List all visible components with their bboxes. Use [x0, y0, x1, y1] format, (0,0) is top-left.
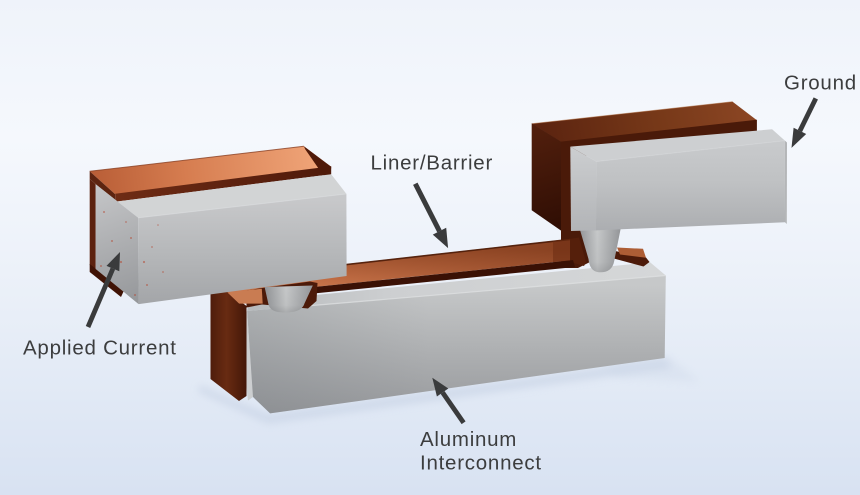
- svg-text:Liner/Barrier: Liner/Barrier: [371, 152, 494, 175]
- svg-text:Ground: Ground: [784, 72, 857, 95]
- svg-text:Applied Current: Applied Current: [23, 337, 177, 360]
- svg-text:Aluminum: Aluminum: [420, 428, 517, 451]
- svg-text:Interconnect: Interconnect: [420, 451, 542, 474]
